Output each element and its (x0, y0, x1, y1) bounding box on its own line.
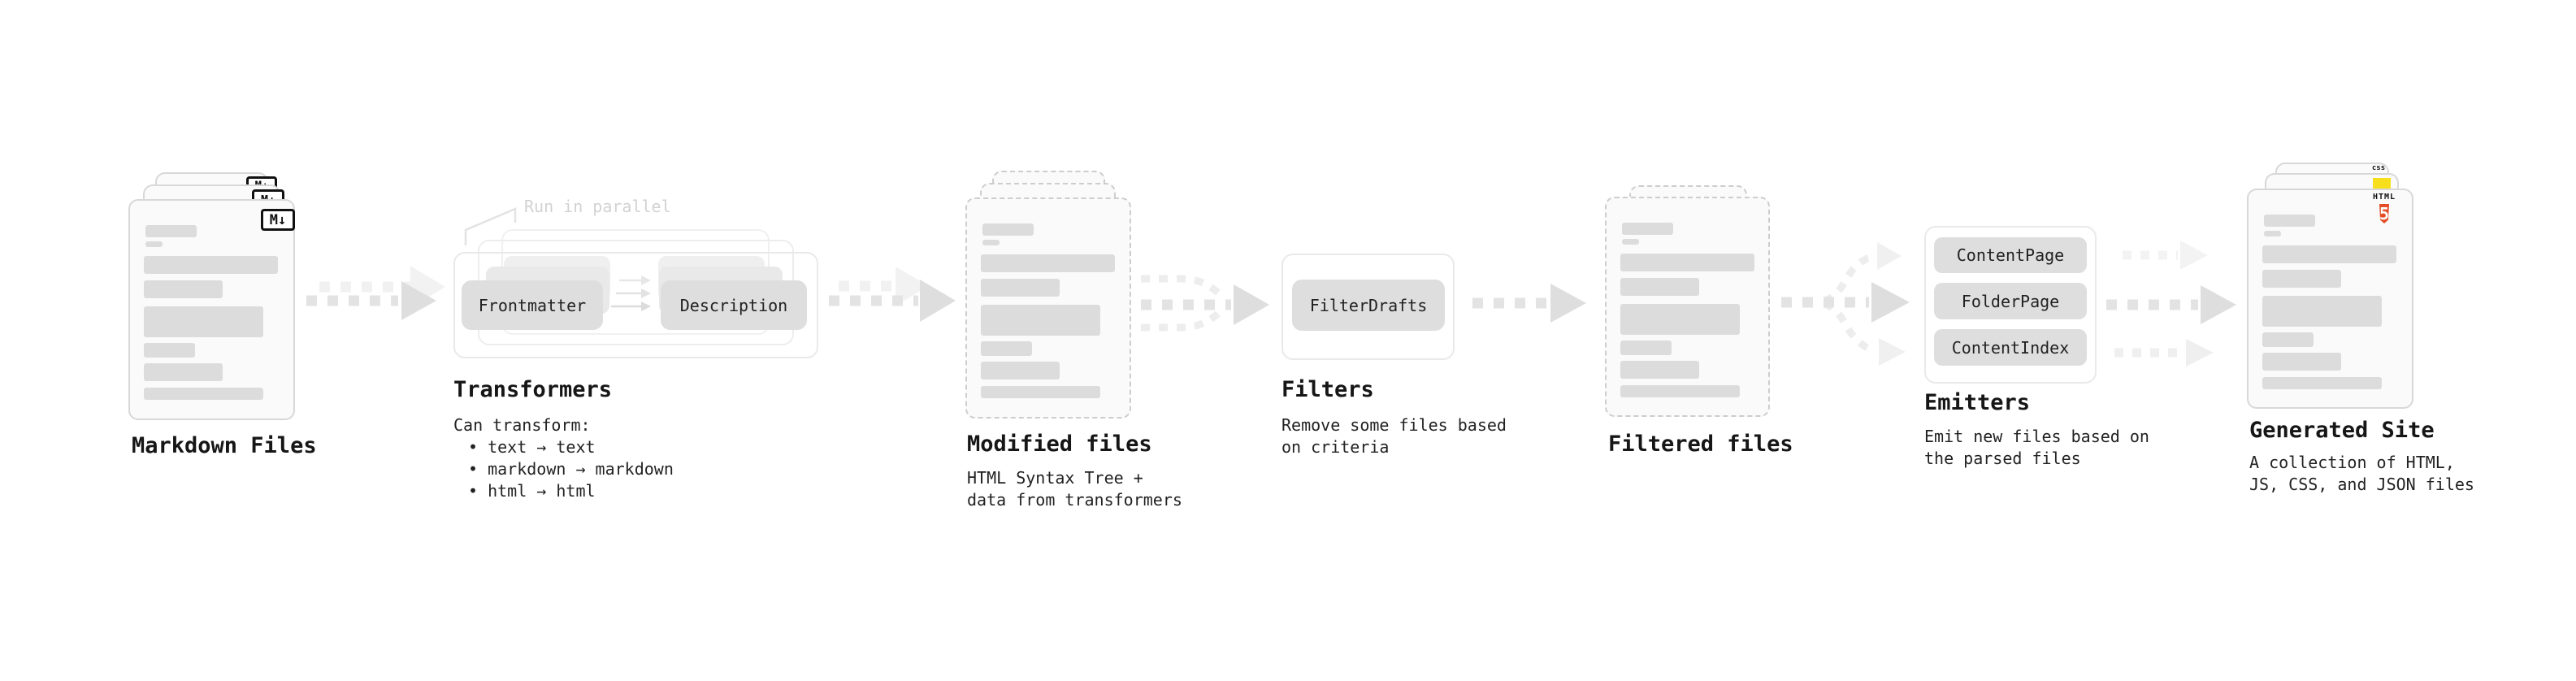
desc-line: on criteria (1281, 437, 1390, 457)
arrow-modified-to-filters (1141, 275, 1269, 332)
pill-contentindex: ContentIndex (1934, 329, 2087, 366)
modified-files-stack (965, 171, 1152, 423)
skeleton-text-line (144, 343, 195, 358)
skeleton-text-line (1620, 278, 1699, 296)
skeleton-text-line (981, 305, 1100, 336)
skeleton-text-line (1620, 304, 1740, 335)
skeleton-text-line (144, 388, 263, 400)
desc-line: Can transform: (453, 415, 591, 435)
skeleton-text-line (981, 341, 1032, 356)
document-card (128, 199, 295, 420)
generated-site-description: A collection of HTML, JS, CSS, and JSON … (2249, 452, 2474, 496)
generated-site-stack: css HTML 5 (2247, 163, 2434, 414)
arrow-emitters-to-generated (2106, 241, 2236, 367)
pill-frontmatter: Frontmatter (462, 280, 603, 330)
filters-description: Remove some files based on criteria (1281, 414, 1507, 458)
stage-label-modified-files: Modified files (967, 432, 1152, 457)
skeleton-text-line (1622, 223, 1673, 235)
skeleton-text-line (144, 306, 263, 337)
skeleton-text-line (981, 279, 1060, 297)
desc-line: data from transformers (967, 490, 1182, 510)
skeleton-text-line (144, 363, 223, 381)
pill-description: Description (661, 280, 807, 330)
document-card (1605, 197, 1770, 417)
skeleton-text-line (982, 223, 1034, 236)
skeleton-text-line (144, 280, 223, 298)
desc-line: Remove some files based (1281, 415, 1507, 435)
desc-line: HTML Syntax Tree + (967, 468, 1143, 488)
pill-filterdrafts: FilterDrafts (1292, 280, 1445, 331)
skeleton-text-line (981, 386, 1100, 398)
stage-label-markdown-files: Markdown Files (132, 433, 317, 458)
modified-files-description: HTML Syntax Tree + data from transformer… (967, 467, 1182, 511)
skeleton-text-line (1620, 361, 1699, 379)
html5-icon: HTML 5 (2366, 193, 2403, 226)
markdown-files-stack: M↓ M↓ M↓ (128, 172, 315, 424)
desc-line: JS, CSS, and JSON files (2249, 475, 2474, 494)
skeleton-text-line (981, 362, 1060, 380)
pill-folderpage: FolderPage (1934, 283, 2087, 319)
arrow-filtered-to-emitters (1781, 242, 1910, 366)
stage-label-filters: Filters (1281, 377, 1374, 402)
emitters-description: Emit new files based on the parsed files (1924, 426, 2149, 470)
js-icon (2373, 178, 2391, 189)
skeleton-text-line (1620, 385, 1740, 397)
skeleton-text-line (145, 241, 163, 247)
skeleton-text-line (2262, 377, 2382, 389)
arrow-filters-to-filtered (1472, 284, 1586, 323)
html5-icon-label: HTML (2372, 193, 2396, 202)
stage-label-generated-site: Generated Site (2249, 418, 2435, 443)
stage-label-filtered-files: Filtered files (1608, 432, 1793, 457)
filtered-files-stack (1605, 185, 1792, 429)
skeleton-text-line (982, 240, 1000, 245)
skeleton-text-line (2262, 296, 2382, 327)
parallel-arrows-icon (611, 275, 651, 311)
run-in-parallel-annotation: Run in parallel (524, 197, 671, 216)
skeleton-text-line (2262, 353, 2341, 371)
bullet-line: • markdown → markdown (468, 459, 674, 479)
html5-icon-shield: 5 (2379, 204, 2390, 223)
skeleton-text-line (1620, 340, 1672, 355)
skeleton-text-line (2264, 231, 2281, 236)
skeleton-text-line (2262, 332, 2314, 347)
css-icon-label: css (2371, 164, 2386, 172)
desc-line: Emit new files based on (1924, 427, 2149, 446)
bullet-line: • text → text (468, 437, 596, 457)
markdown-icon: M↓ (261, 209, 295, 231)
stage-label-transformers: Transformers (453, 377, 613, 402)
skeleton-text-line (144, 256, 278, 274)
skeleton-text-line (2262, 245, 2396, 263)
arrow-transformers-to-modified (829, 267, 956, 322)
document-card (2247, 189, 2413, 409)
transformers-box (453, 252, 818, 358)
desc-line: A collection of HTML, (2249, 453, 2455, 472)
transformers-description: Can transform: • text → text • markdown … (453, 414, 674, 502)
skeleton-text-line (2262, 270, 2341, 288)
skeleton-text-line (2264, 215, 2315, 227)
annotation-leader-line (464, 207, 517, 245)
arrow-markdown-to-transformers (306, 266, 445, 320)
skeleton-text-line (1622, 239, 1639, 245)
bullet-line: • html → html (468, 481, 596, 501)
desc-line: the parsed files (1924, 449, 2081, 468)
document-card (965, 197, 1131, 419)
stage-label-emitters: Emitters (1924, 390, 2031, 415)
skeleton-text-line (145, 225, 197, 237)
pill-contentpage: ContentPage (1934, 237, 2087, 273)
skeleton-text-line (1620, 254, 1754, 271)
skeleton-text-line (981, 254, 1115, 272)
